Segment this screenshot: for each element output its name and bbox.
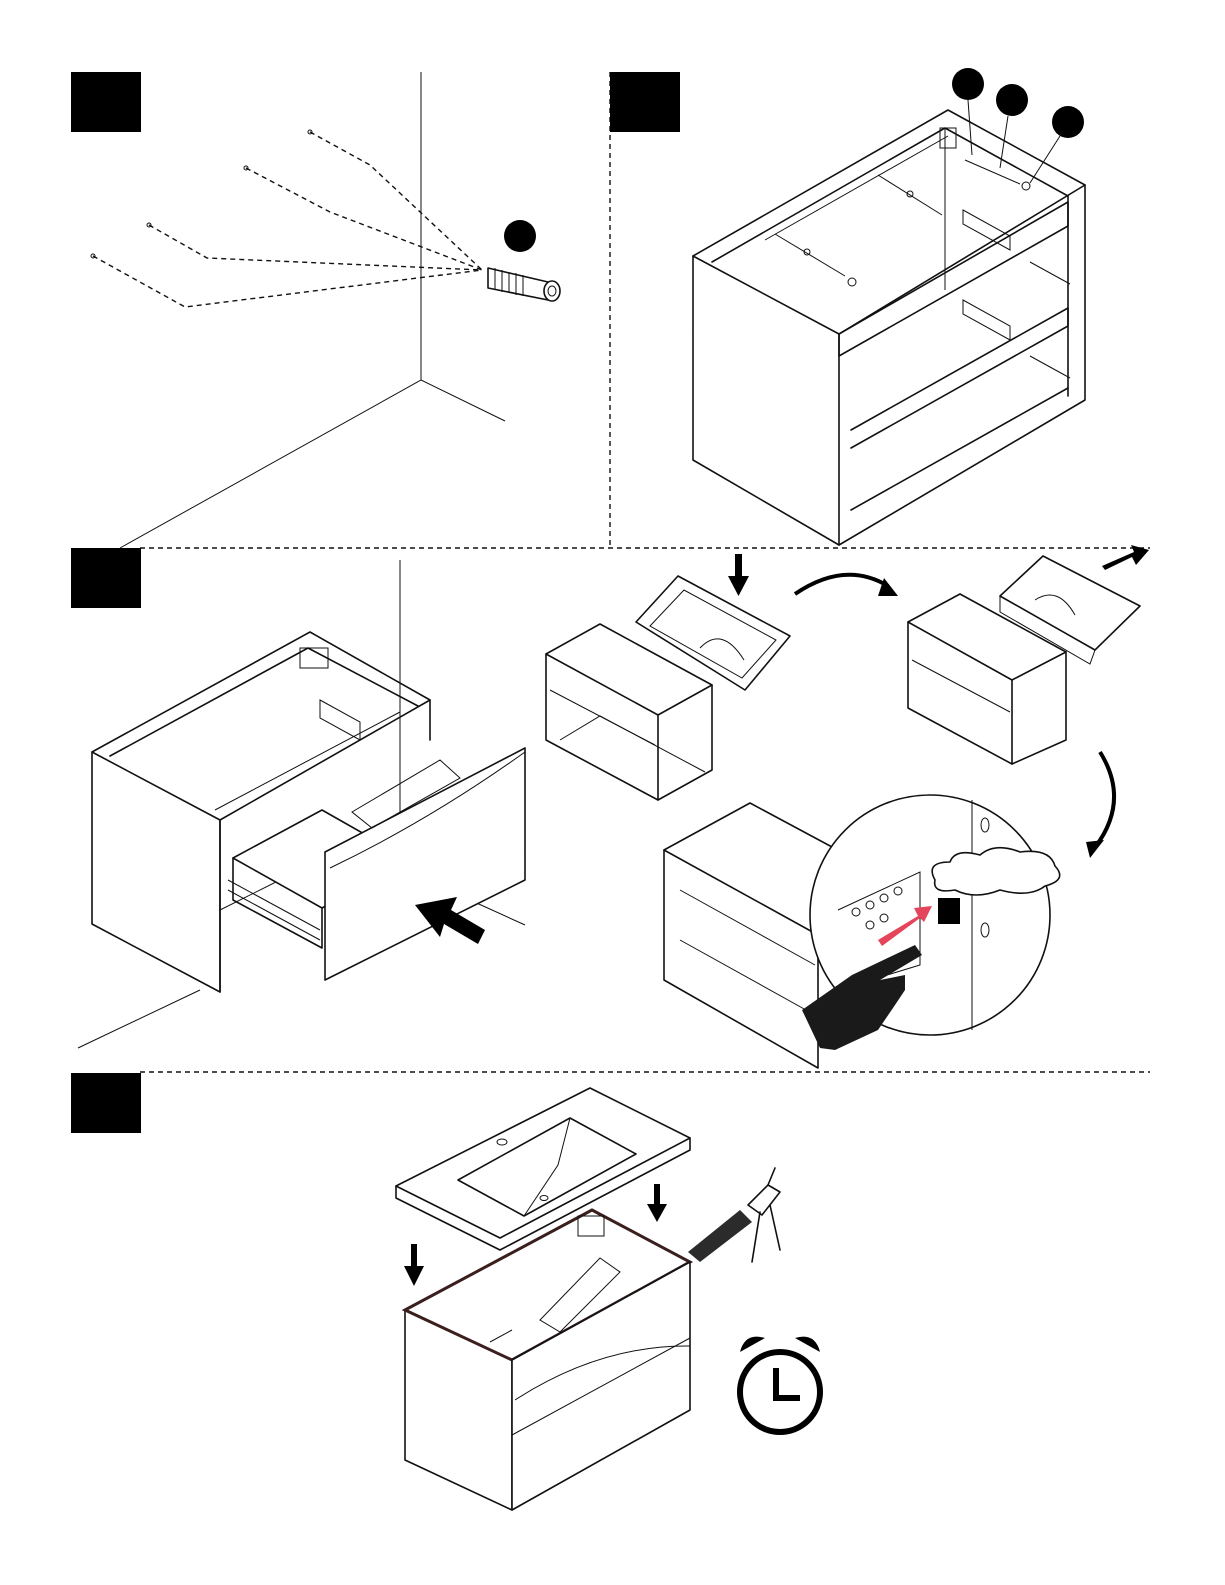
part-callout-anchor <box>504 220 536 252</box>
countertop <box>396 1088 690 1250</box>
drawer-sequence <box>546 545 1149 1068</box>
curved-arrow-icon <box>795 575 898 596</box>
part-callout-screw <box>996 84 1028 116</box>
cabinet-frame-panel <box>693 68 1085 545</box>
caulk-gun-icon <box>688 1168 780 1262</box>
push-arrow-icon <box>1102 545 1149 570</box>
step-badge-2 <box>610 72 680 132</box>
vanity-cabinet <box>405 1210 690 1510</box>
step-badge-1 <box>71 72 141 132</box>
countertop-panel <box>396 1088 820 1510</box>
alarm-clock-icon <box>740 1337 820 1432</box>
down-arrow-right-icon <box>647 1184 667 1222</box>
step-badge-3 <box>71 548 141 608</box>
down-arrow-icon <box>728 554 749 596</box>
drawer-tilted-2 <box>1000 556 1140 664</box>
part-callouts <box>952 68 1084 183</box>
drawer-tilted-1 <box>636 576 790 690</box>
curved-arrow-down-icon <box>1086 752 1114 858</box>
drill-hole-guides <box>91 130 482 307</box>
part-callout-bracket <box>952 68 984 100</box>
down-arrow-left-icon <box>404 1244 424 1286</box>
vanity-cabinet-open <box>92 632 525 992</box>
wall-anchor-icon <box>488 268 560 301</box>
wall-corner <box>120 72 505 548</box>
wall-anchor-panel <box>91 72 560 548</box>
step-badge-4 <box>71 1073 141 1133</box>
part-callout-washer <box>1052 106 1084 138</box>
cabinet-frame <box>693 110 1085 545</box>
drawer-install-panel <box>78 560 525 1048</box>
